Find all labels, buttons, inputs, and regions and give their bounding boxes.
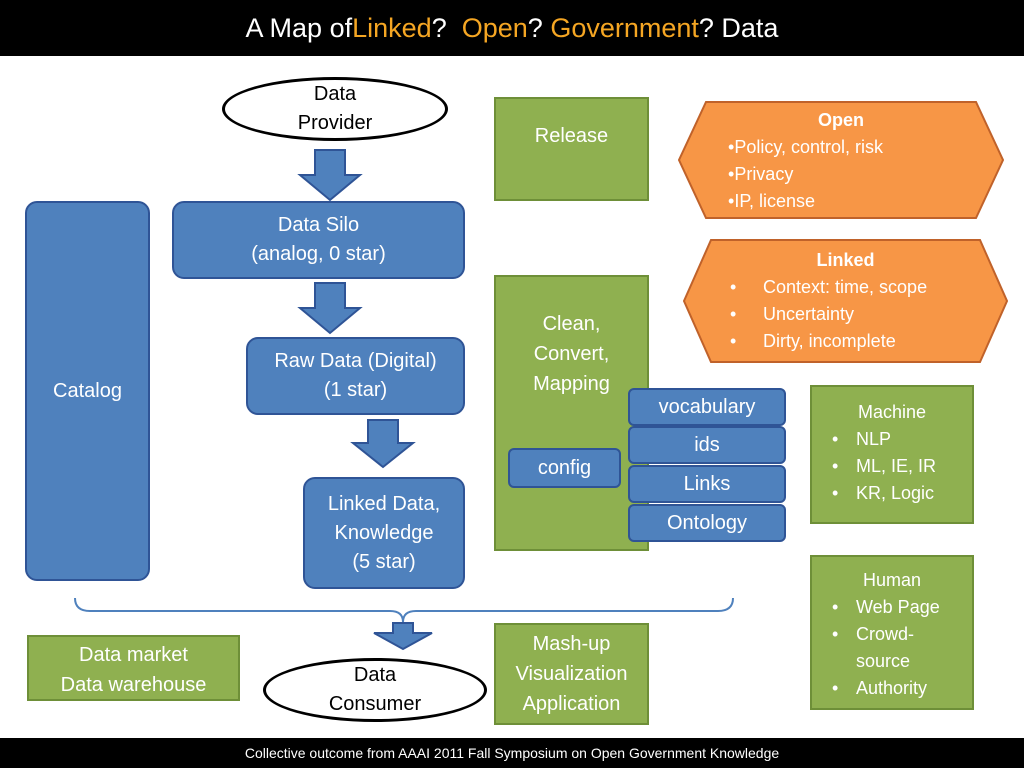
data-silo-node: Data Silo (analog, 0 star) (172, 201, 465, 279)
release-label: Release (534, 125, 609, 147)
mashup-box: Mash-up Visualization Application (494, 623, 649, 725)
machine-box: Machine NLP ML, IE, IR KR, Logic (810, 385, 974, 524)
config-label: config (537, 456, 592, 479)
open-heading: Open (817, 110, 864, 130)
linked-list: Context: time, scope Uncertainty Dirty, … (683, 274, 1008, 355)
data-silo-line-1: Data Silo (277, 214, 360, 236)
data-market-box: Data market Data warehouse (27, 635, 240, 701)
data-provider-line-2: Provider (297, 112, 373, 134)
slide-title: A Map of Linked? Open? Government? Data (0, 0, 1024, 56)
ontology-box: Ontology (628, 504, 786, 542)
open-list: Policy, control, risk Privacy IP, licens… (728, 134, 1004, 215)
arrow-to-consumer (373, 622, 433, 651)
linked-data-node: Linked Data, Knowledge (5 star) (303, 477, 465, 589)
title-part-1: A Map of (245, 12, 353, 43)
raw-data-line-2: (1 star) (323, 379, 388, 401)
vocabulary-box: vocabulary (628, 388, 786, 426)
catalog-label: Catalog (53, 379, 122, 402)
title-q2: ? (527, 12, 551, 43)
data-provider-line-1: Data (313, 83, 357, 105)
vocabulary-label: vocabulary (658, 395, 756, 418)
title-government: Government (550, 12, 699, 43)
footer-caption: Collective outcome from AAAI 2011 Fall S… (244, 745, 780, 761)
catalog-box: Catalog (25, 201, 150, 581)
title-open: Open (461, 12, 528, 43)
linked-item: Dirty, incomplete (683, 328, 1008, 355)
title-linked: Linked (352, 12, 432, 43)
linked-heading: Linked (816, 250, 875, 270)
human-list: Web Page Crowd- source Authority (812, 594, 972, 702)
linked-item: Context: time, scope (683, 274, 1008, 301)
mashup-line-2: Visualization (515, 663, 628, 685)
linked-data-line-2: Knowledge (334, 521, 434, 544)
title-q1: ? (431, 12, 462, 43)
machine-item: NLP (832, 426, 972, 453)
linked-data-line-1: Linked Data, (327, 492, 441, 515)
data-consumer-line-1: Data (353, 664, 397, 686)
human-item-continued: source (856, 651, 911, 671)
data-consumer-node: Data Consumer (263, 658, 487, 722)
data-market-line-2: Data warehouse (60, 674, 207, 696)
linked-data-line-3: (5 star) (352, 550, 416, 573)
machine-list: NLP ML, IE, IR KR, Logic (812, 426, 972, 507)
title-q3: ? Data (698, 12, 779, 43)
arrow-silo-to-raw (297, 282, 363, 335)
links-label: Links (683, 472, 731, 495)
data-market-line-1: Data market (79, 644, 188, 666)
human-box: Human Web Page Crowd- source Authority (810, 555, 974, 710)
config-box: config (508, 448, 621, 488)
arrow-raw-to-linked (350, 419, 416, 469)
ids-label: ids (694, 433, 720, 456)
release-box: Release (494, 97, 649, 201)
links-box: Links (628, 465, 786, 503)
machine-item: ML, IE, IR (832, 453, 972, 480)
human-heading: Human (862, 570, 922, 590)
data-silo-line-2: (analog, 0 star) (251, 243, 386, 265)
human-item: Authority (832, 675, 972, 702)
open-item: Privacy (728, 161, 1004, 188)
clean-convert-mapping-box: Clean, Convert, Mapping (494, 275, 649, 551)
human-item: Web Page (832, 594, 972, 621)
raw-data-line-1: Raw Data (Digital) (274, 350, 437, 372)
ids-box: ids (628, 426, 786, 464)
open-item: Policy, control, risk (728, 134, 1004, 161)
human-item: Crowd- (832, 621, 972, 648)
mashup-line-1: Mash-up (532, 633, 611, 655)
mashup-line-3: Application (522, 693, 621, 715)
machine-heading: Machine (857, 402, 927, 422)
open-hexagon: Open Policy, control, risk Privacy IP, l… (678, 101, 1004, 219)
clean-line-3: Mapping (533, 373, 610, 395)
data-consumer-line-2: Consumer (328, 693, 422, 715)
raw-data-node: Raw Data (Digital) (1 star) (246, 337, 465, 415)
machine-item: KR, Logic (832, 480, 972, 507)
linked-item: Uncertainty (683, 301, 1008, 328)
brace (74, 597, 734, 623)
open-item: IP, license (728, 188, 1004, 215)
linked-hexagon: Linked Context: time, scope Uncertainty … (683, 239, 1008, 363)
clean-line-2: Convert, (533, 343, 610, 365)
slide-footer: Collective outcome from AAAI 2011 Fall S… (0, 738, 1024, 768)
ontology-label: Ontology (666, 511, 748, 534)
arrow-provider-to-silo (297, 149, 363, 202)
data-provider-node: Data Provider (222, 77, 448, 141)
clean-line-1: Clean, (542, 313, 601, 335)
